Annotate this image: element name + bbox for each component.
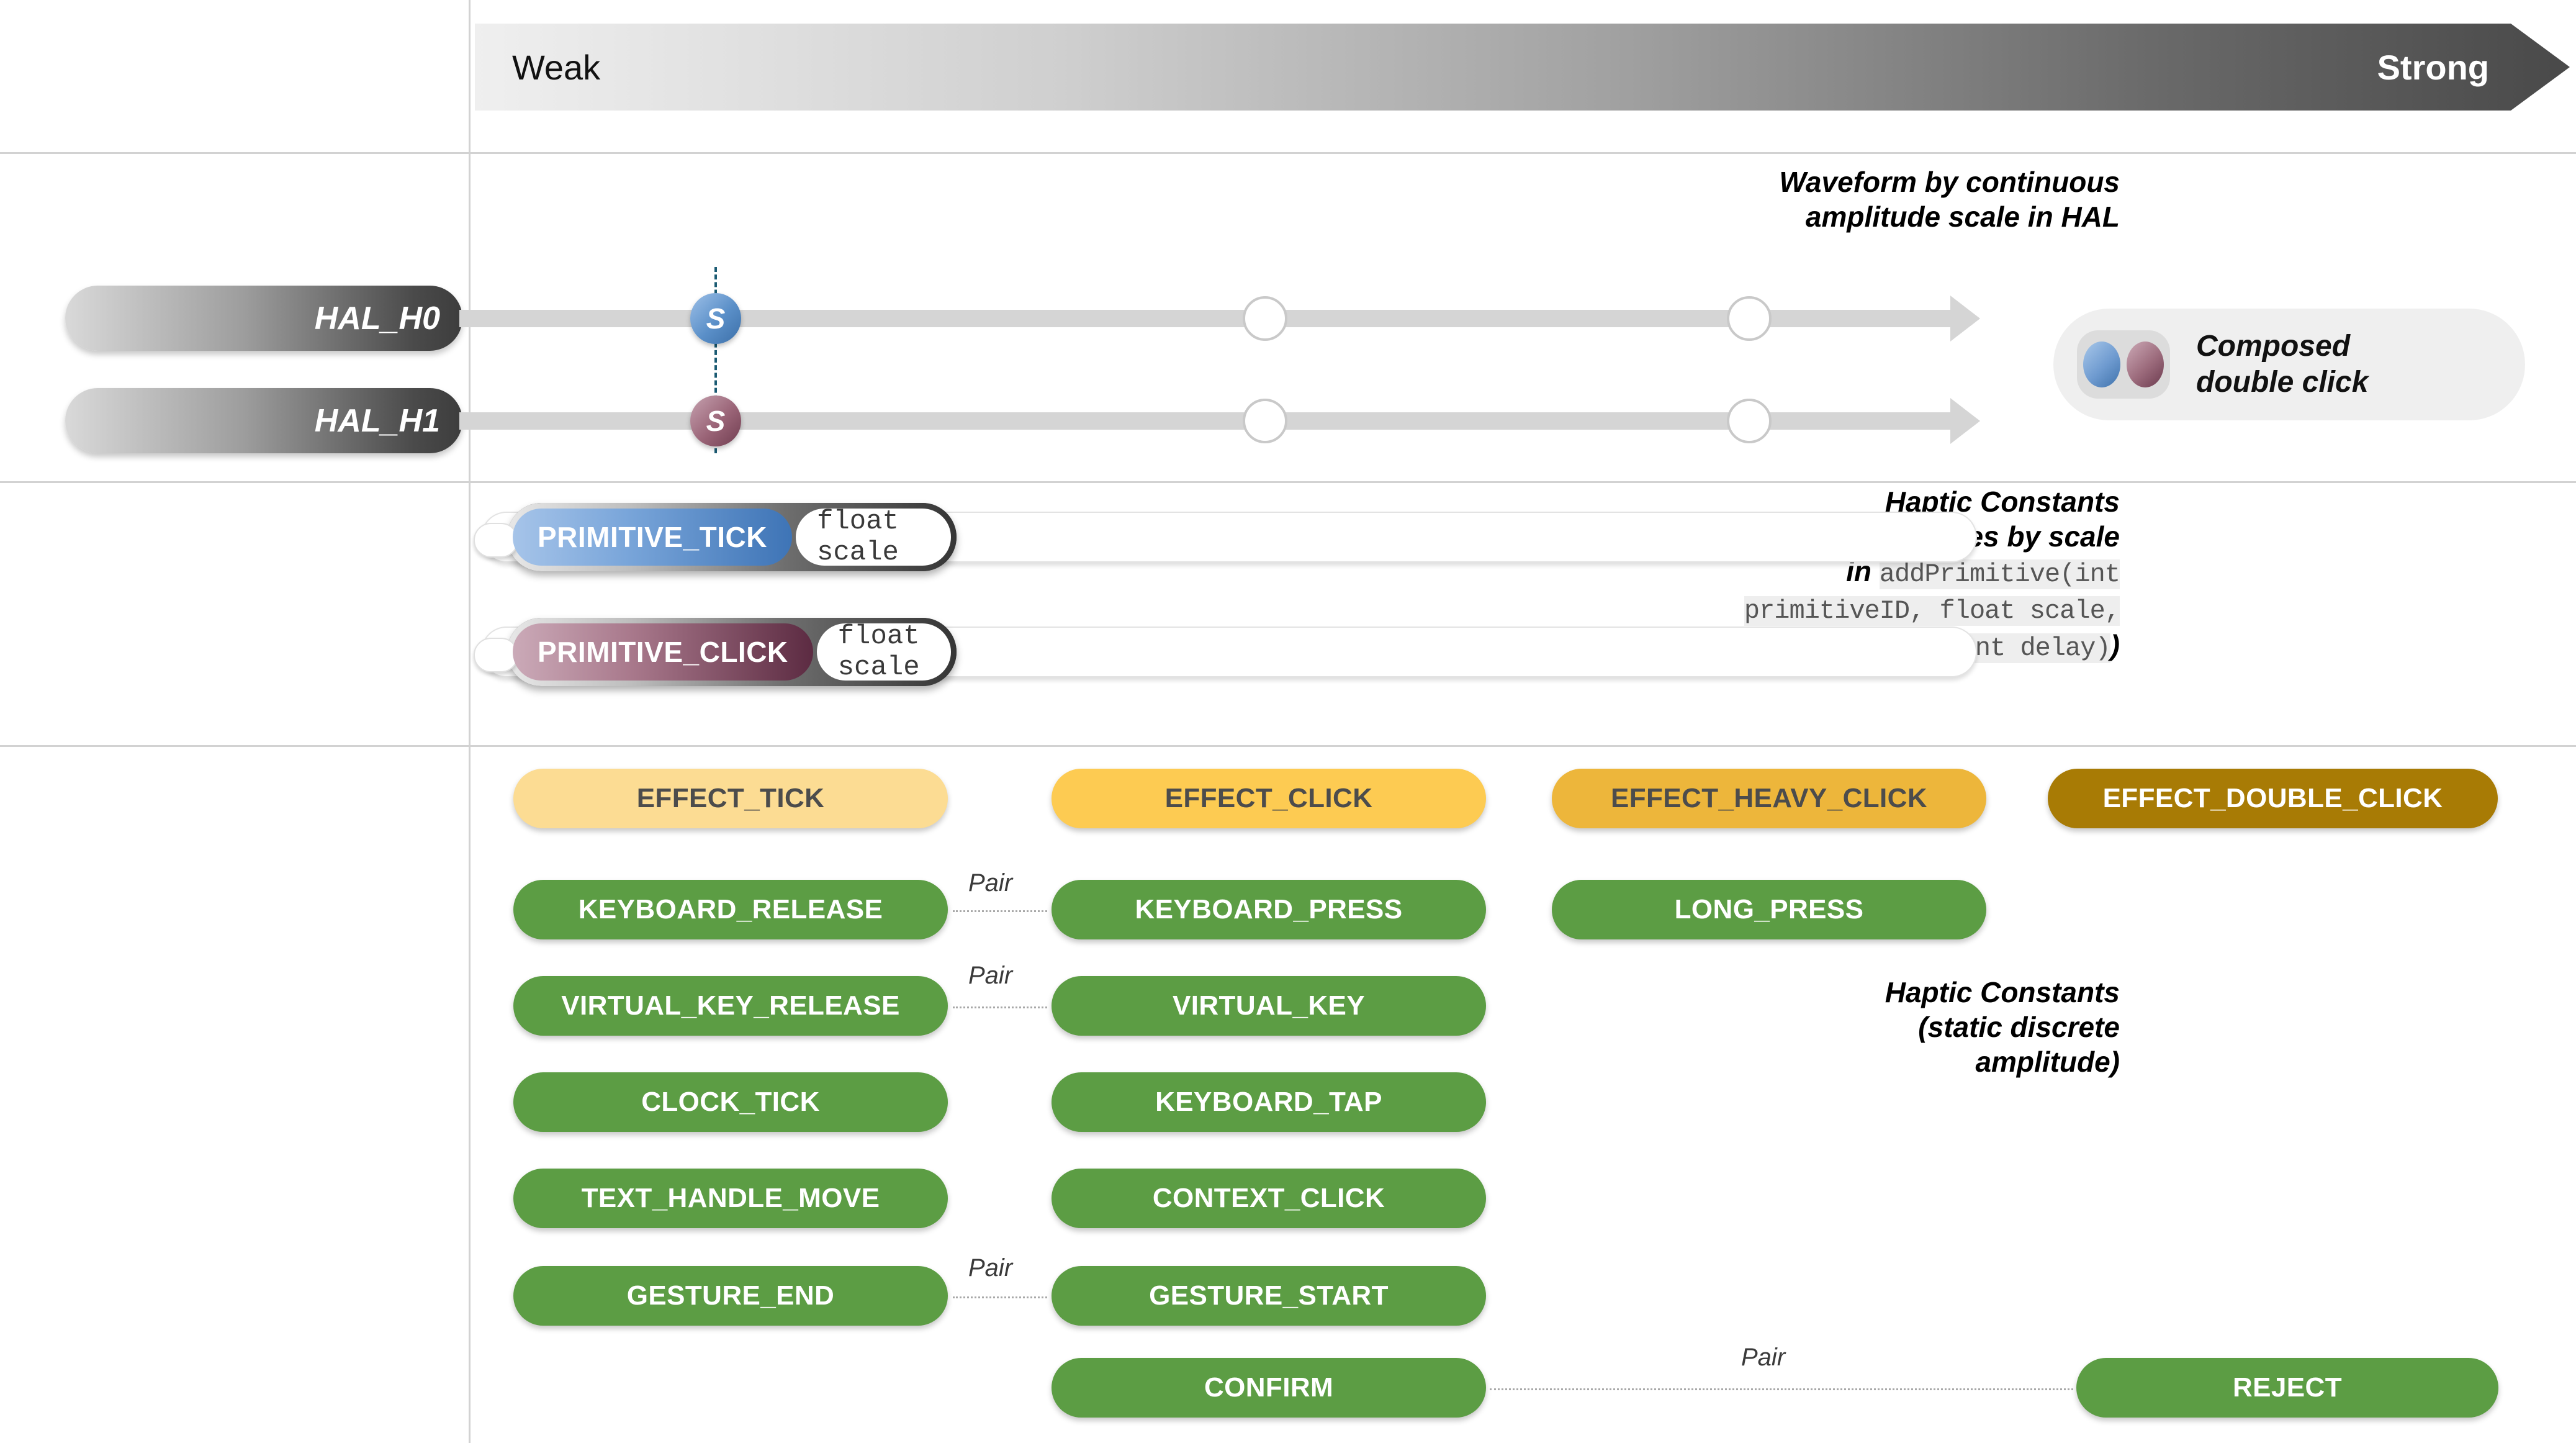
pair-label-keyboard: Pair (968, 869, 1013, 897)
primitive-chip-tick-label: PRIMITIVE_TICK (513, 509, 792, 566)
chip-reject[interactable]: REJECT (2076, 1358, 2498, 1418)
static-label-line1: Haptic Constants (1885, 976, 2120, 1008)
chip-effect-heavy-click[interactable]: EFFECT_HEAVY_CLICK (1552, 769, 1986, 828)
hal-track-arrow-h0-icon (1950, 296, 1980, 342)
primitive-chip-tick[interactable]: PRIMITIVE_TICK float scale (507, 503, 957, 571)
row-label-haptic-constants-static: Haptic Constants (static discrete amplit… (1685, 975, 2120, 1079)
energy-weak-label: Weak (512, 47, 601, 87)
chip-virtual-key-release[interactable]: VIRTUAL_KEY_RELEASE (513, 976, 948, 1036)
chip-effect-tick[interactable]: EFFECT_TICK (513, 769, 948, 828)
conceptual-energy-arrow: Weak Strong (475, 24, 2570, 111)
hal-track-arrow-h1-icon (1950, 398, 1980, 444)
row-divider-3 (0, 745, 2576, 747)
row-divider-2 (0, 481, 2576, 483)
row-divider-1 (0, 152, 2576, 154)
hal-stop-h0-high (1727, 296, 1772, 341)
pair-connector-confirm-reject (1490, 1388, 2073, 1390)
composed-double-click-icon (2077, 330, 2170, 399)
alignment-dashed-line (714, 267, 719, 453)
primitive-chip-click-arg: float scale (816, 621, 952, 683)
primitive-chip-tick-arg: float scale (795, 506, 952, 568)
hal-marker-h0[interactable]: S (690, 293, 741, 344)
primitive-knob-tick[interactable] (474, 523, 518, 558)
static-label-line3: amplitude) (1975, 1046, 2120, 1079)
hal-marker-h1[interactable]: S (690, 396, 741, 446)
pair-label-gesture: Pair (968, 1254, 1013, 1282)
primitive-chip-click-label: PRIMITIVE_CLICK (513, 623, 813, 681)
prim-label-close: ) (2110, 628, 2120, 661)
pair-label-confirm-reject: Pair (1741, 1344, 1786, 1371)
hal-stop-h0-mid (1243, 296, 1287, 341)
composed-double-click-card: Composed double click (2053, 309, 2525, 420)
chip-long-press[interactable]: LONG_PRESS (1552, 880, 1986, 939)
chip-gesture-start[interactable]: GESTURE_START (1052, 1266, 1486, 1326)
static-label-line2: (static discrete (1918, 1011, 2120, 1044)
column-divider (469, 0, 471, 1443)
hal-pill-h0-label: HAL_H0 (314, 300, 440, 337)
hal-marker-h0-label: S (706, 302, 726, 335)
hal-stop-h1-high (1727, 399, 1772, 443)
pair-label-virtual-key: Pair (968, 962, 1013, 989)
chip-clock-tick[interactable]: CLOCK_TICK (513, 1072, 948, 1132)
chip-confirm[interactable]: CONFIRM (1052, 1358, 1486, 1418)
composed-double-click-label: Composed double click (2196, 328, 2368, 400)
chip-effect-double-click[interactable]: EFFECT_DOUBLE_CLICK (2048, 769, 2498, 828)
composed-dot-click-icon (2127, 342, 2164, 387)
chip-keyboard-tap[interactable]: KEYBOARD_TAP (1052, 1072, 1486, 1132)
chip-keyboard-press[interactable]: KEYBOARD_PRESS (1052, 880, 1486, 939)
pair-connector-gesture (953, 1296, 1047, 1298)
composed-dot-tick-icon (2083, 342, 2120, 387)
hal-pill-h0: HAL_H0 (65, 286, 462, 351)
chip-context-click[interactable]: CONTEXT_CLICK (1052, 1169, 1486, 1228)
hal-pill-h1: HAL_H1 (65, 388, 462, 453)
energy-gradient-bar (475, 24, 2570, 111)
row-label-waveform: Waveform by continuous amplitude scale i… (1779, 166, 2120, 233)
primitive-knob-click[interactable] (474, 638, 518, 672)
hal-marker-h1-label: S (706, 405, 726, 437)
chip-virtual-key[interactable]: VIRTUAL_KEY (1052, 976, 1486, 1036)
hal-pill-h1-label: HAL_H1 (314, 402, 440, 439)
chip-gesture-end[interactable]: GESTURE_END (513, 1266, 948, 1326)
chip-keyboard-release[interactable]: KEYBOARD_RELEASE (513, 880, 948, 939)
pair-connector-keyboard (953, 910, 1047, 912)
pair-connector-virtual-key (953, 1006, 1047, 1008)
energy-strong-label: Strong (2377, 47, 2489, 87)
chip-effect-click[interactable]: EFFECT_CLICK (1052, 769, 1486, 828)
hal-stop-h1-mid (1243, 399, 1287, 443)
chip-text-handle-move[interactable]: TEXT_HANDLE_MOVE (513, 1169, 948, 1228)
composed-label-line2: double click (2196, 366, 2369, 399)
primitive-chip-click[interactable]: PRIMITIVE_CLICK float scale (507, 618, 957, 686)
composed-label-line1: Composed (2196, 330, 2351, 363)
